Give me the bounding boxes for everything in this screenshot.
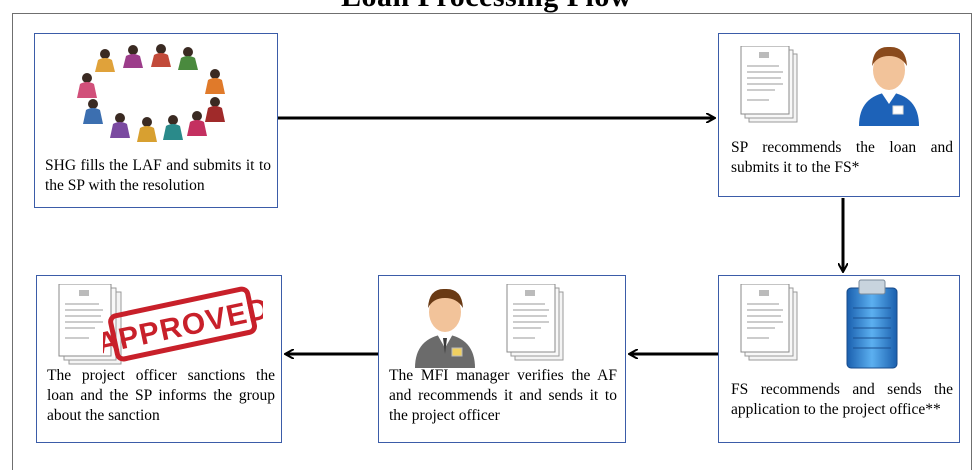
step-3-caption: FS recommends and sends the application … <box>731 381 953 418</box>
step-3-box: FS recommends and sends the application … <box>718 275 960 443</box>
step-5-box: APPROVED The project officer sanctions t… <box>36 275 282 443</box>
step-2-caption: SP recommends the loan and submits it to… <box>731 139 953 176</box>
step-4-caption: The MFI manager verifies the AF and reco… <box>389 367 617 424</box>
step-2-box: SP recommends the loan and submits it to… <box>718 33 960 197</box>
step-4-box: The MFI manager verifies the AF and reco… <box>378 275 626 443</box>
person-icon <box>415 288 475 368</box>
document-stack-icon <box>740 46 798 123</box>
step-5-caption: The project officer sanctions the loan a… <box>47 367 275 424</box>
server-icon <box>846 279 898 369</box>
document-stack-icon <box>506 284 564 361</box>
step-1-box: SHG fills the LAF and submits it to the … <box>34 33 278 208</box>
diagram-title: Loan Processing Flow <box>0 0 973 12</box>
approved-stamp-icon: APPROVED <box>103 286 263 362</box>
group-of-women-icon <box>77 44 225 142</box>
document-stack-icon <box>740 284 798 361</box>
step-1-caption: SHG fills the LAF and submits it to the … <box>45 157 271 194</box>
diagram-frame <box>12 13 972 470</box>
person-icon <box>859 46 919 126</box>
document-stack-icon <box>58 284 122 365</box>
